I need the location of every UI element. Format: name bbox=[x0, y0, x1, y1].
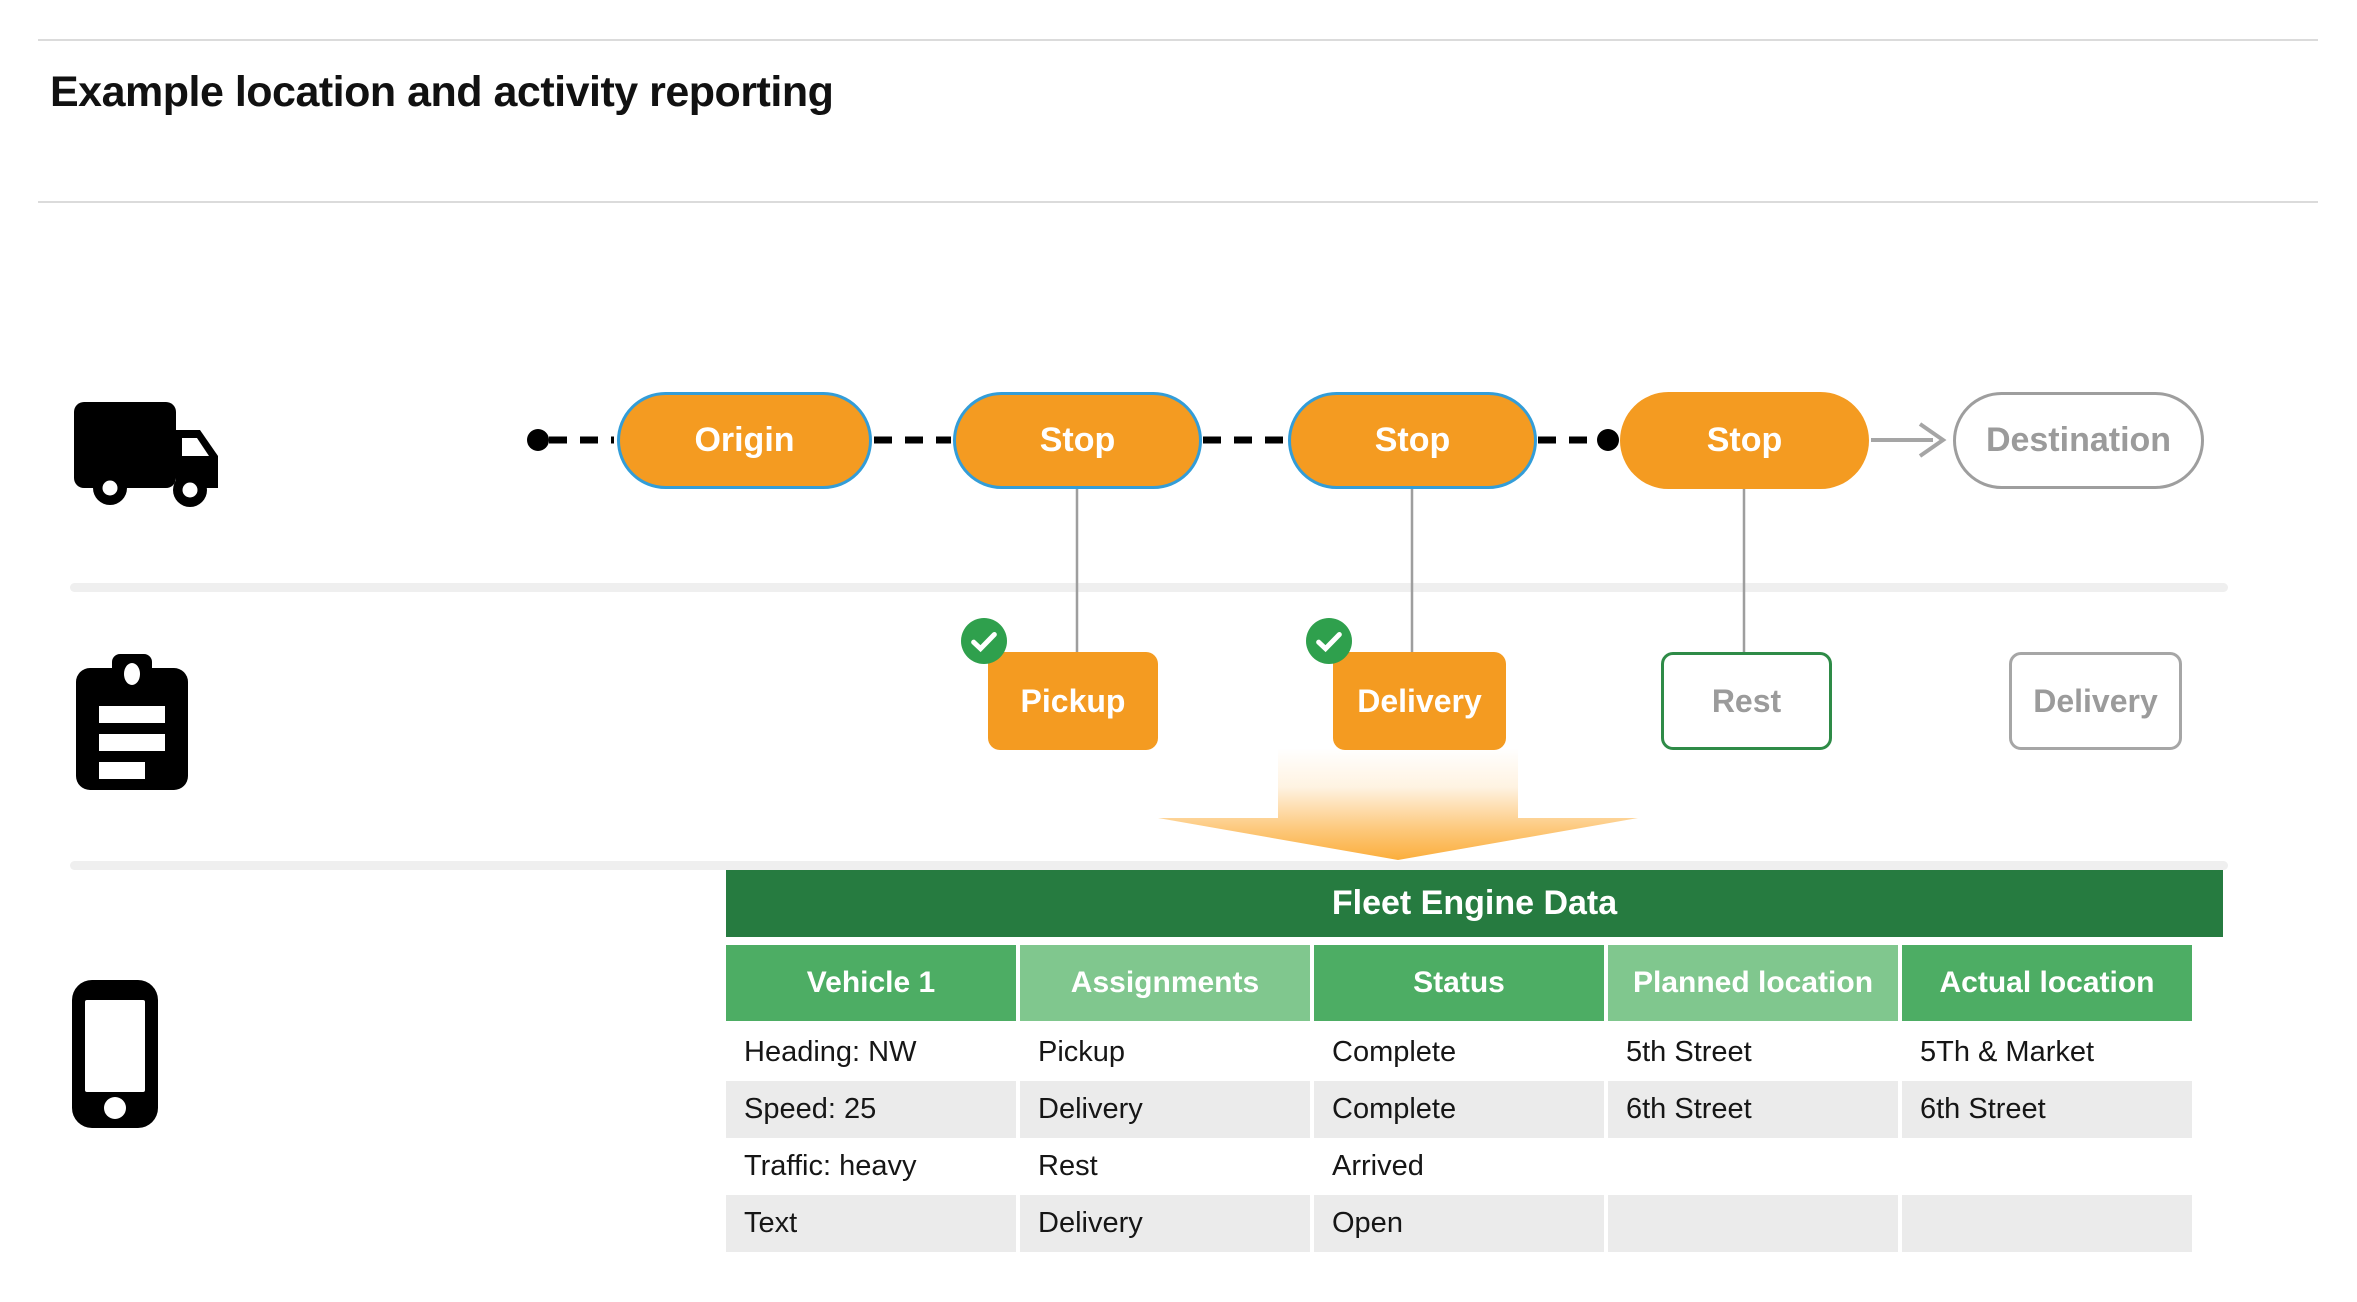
table-cell: Open bbox=[1314, 1195, 1604, 1252]
column-header-status: Status bbox=[1314, 945, 1604, 1021]
section-divider-2 bbox=[70, 861, 2228, 870]
check-icon bbox=[961, 618, 1007, 664]
table-cell: Traffic: heavy bbox=[726, 1138, 1016, 1195]
table-cell: Complete bbox=[1314, 1081, 1604, 1138]
table-body: Heading: NW Pickup Complete 5th Street 5… bbox=[726, 1024, 2192, 1252]
table-cell: Pickup bbox=[1020, 1024, 1310, 1081]
table-cell bbox=[1902, 1138, 2192, 1195]
title-divider bbox=[38, 201, 2318, 203]
table-cell: 6th Street bbox=[1902, 1081, 2192, 1138]
route-node-stop-1: Stop bbox=[953, 392, 1202, 489]
activity-box-delivery-1: Delivery bbox=[1333, 652, 1506, 750]
table-cell: 6th Street bbox=[1608, 1081, 1898, 1138]
table-cell: 5Th & Market bbox=[1902, 1024, 2192, 1081]
page-title: Example location and activity reporting bbox=[50, 68, 834, 116]
table-cell bbox=[1608, 1138, 1898, 1195]
table-cell bbox=[1902, 1195, 2192, 1252]
section-divider-1 bbox=[70, 583, 2228, 592]
column-header-actual-location: Actual location bbox=[1902, 945, 2192, 1021]
activity-box-rest: Rest bbox=[1661, 652, 1832, 750]
phone-icon bbox=[72, 980, 158, 1128]
column-header-planned-location: Planned location bbox=[1608, 945, 1898, 1021]
table-cell: Arrived bbox=[1314, 1138, 1604, 1195]
table-cell: Complete bbox=[1314, 1024, 1604, 1081]
flow-down-arrow bbox=[1158, 748, 1638, 860]
column-header-vehicle: Vehicle 1 bbox=[726, 945, 1016, 1021]
check-icon bbox=[1306, 618, 1352, 664]
clipboard-icon bbox=[76, 654, 188, 790]
route-node-destination: Destination bbox=[1953, 392, 2204, 489]
table-cell: 5th Street bbox=[1608, 1024, 1898, 1081]
table-cell: Rest bbox=[1020, 1138, 1310, 1195]
activity-box-delivery-2: Delivery bbox=[2009, 652, 2182, 750]
route-node-stop-3: Stop bbox=[1620, 392, 1869, 489]
table-cell: Text bbox=[726, 1195, 1016, 1252]
column-header-assignments: Assignments bbox=[1020, 945, 1310, 1021]
table-cell: Speed: 25 bbox=[726, 1081, 1016, 1138]
table-cell: Heading: NW bbox=[726, 1024, 1016, 1081]
activity-box-pickup: Pickup bbox=[988, 652, 1158, 750]
table-column-headers: Vehicle 1 Assignments Status Planned loc… bbox=[726, 945, 2192, 1021]
table-title-bar: Fleet Engine Data bbox=[726, 870, 2223, 937]
route-node-origin: Origin bbox=[617, 392, 872, 489]
truck-icon bbox=[74, 402, 218, 507]
table-cell: Delivery bbox=[1020, 1195, 1310, 1252]
route-node-stop-2: Stop bbox=[1288, 392, 1537, 489]
top-divider bbox=[38, 39, 2318, 41]
table-cell bbox=[1608, 1195, 1898, 1252]
table-cell: Delivery bbox=[1020, 1081, 1310, 1138]
